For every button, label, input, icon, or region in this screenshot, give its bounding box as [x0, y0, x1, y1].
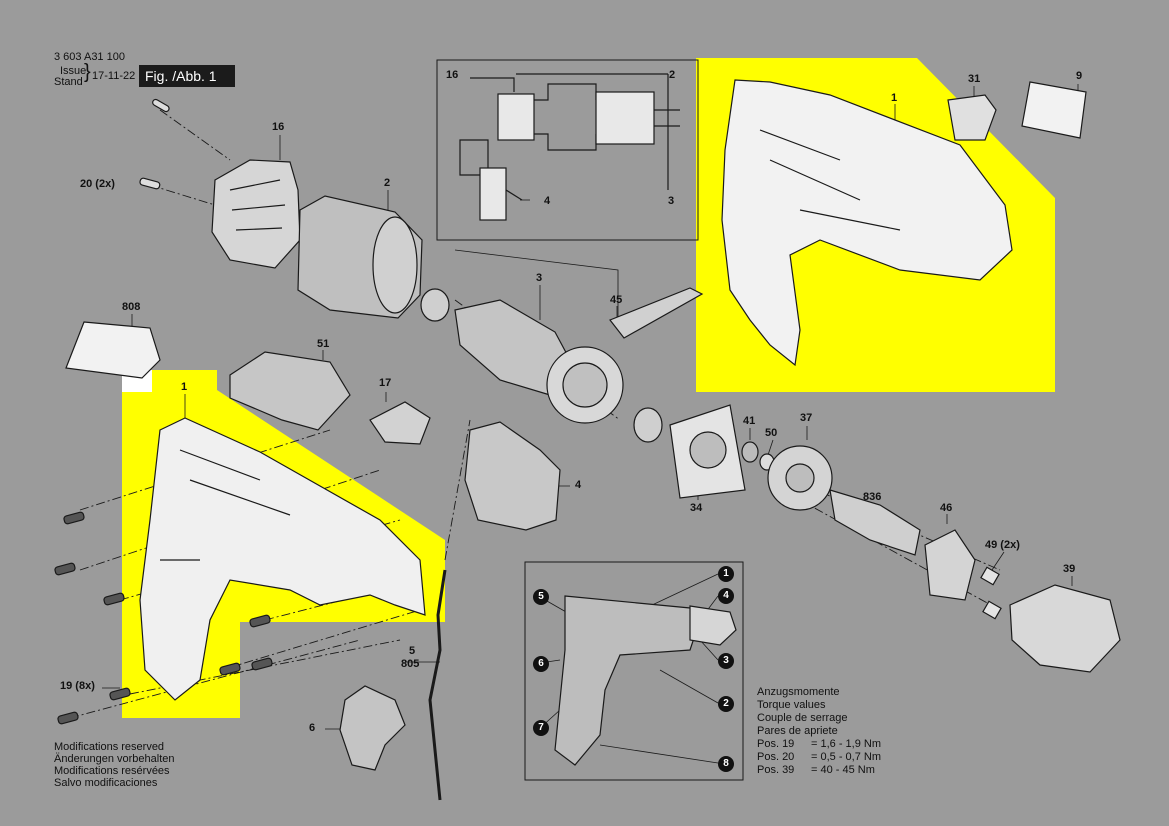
drill-chuck-view	[689, 605, 737, 646]
part-label-19: 19 (8x)	[60, 680, 95, 692]
part-label-49: 49 (2x)	[985, 539, 1020, 551]
pin-49b	[982, 600, 1002, 620]
torque-value: = 0,5 - 0,7 Nm	[811, 751, 882, 763]
ring-46	[924, 529, 976, 601]
housing-half-left	[139, 417, 426, 701]
torque-row: Pos. 20 = 0,5 - 0,7 Nm	[757, 751, 881, 764]
part-number: 3 603 A31 100	[54, 51, 125, 63]
cable-5	[428, 569, 447, 801]
torque-es: Pares de apriete	[757, 725, 838, 737]
inset-label-4: 4	[544, 195, 551, 207]
clip-45	[609, 287, 704, 339]
torque-row: Pos. 39 = 40 - 45 Nm	[757, 764, 881, 777]
part-label-46: 46	[940, 502, 953, 514]
torque-value: = 1,6 - 1,9 Nm	[811, 738, 882, 750]
part-label-808: 808	[122, 301, 141, 313]
modifications-notes: Modifications reserved Änderungen vorbeh…	[54, 741, 174, 789]
part-label-4: 4	[575, 479, 582, 491]
inset-label-16: 16	[446, 69, 459, 81]
callout-2: 2	[718, 696, 734, 712]
spindle-836	[829, 489, 921, 556]
screw-20	[139, 177, 161, 190]
callout-1: 1	[718, 566, 734, 582]
torque-notes: Anzugsmomente Torque values Couple de se…	[757, 686, 881, 777]
part-label-39: 39	[1063, 563, 1076, 575]
part-label-805: 805	[401, 658, 420, 670]
callout-4: 4	[718, 588, 734, 604]
inset-label-2: 2	[669, 69, 676, 81]
torque-value: = 40 - 45 Nm	[811, 764, 875, 776]
part-17	[369, 401, 431, 445]
screws-19	[54, 511, 273, 725]
callout-8: 8	[718, 756, 734, 772]
note-de: Änderungen vorbehalten	[54, 753, 175, 765]
brush-holder-16	[211, 159, 301, 269]
part-label-31: 31	[968, 73, 981, 85]
torque-pos: Pos. 19	[757, 738, 795, 750]
bearing-41	[741, 441, 759, 463]
issue-label: Issue	[60, 65, 87, 77]
callout-7: 7	[533, 720, 549, 736]
part-label-37: 37	[800, 412, 813, 424]
part-label-1-right: 1	[891, 92, 898, 104]
label-plate-9	[1021, 81, 1087, 139]
stand-label: Stand	[54, 76, 83, 88]
part-label-1-left: 1	[181, 381, 188, 393]
switch-4	[464, 421, 561, 531]
handle-6	[339, 685, 406, 771]
part-31	[947, 94, 997, 141]
housing-half-right	[721, 79, 1013, 367]
part-label-17: 17	[379, 377, 392, 389]
torque-fr: Couple de serrage	[757, 712, 848, 724]
torque-pos: Pos. 20	[757, 751, 795, 763]
chuck-39	[1009, 584, 1121, 673]
part-label-50: 50	[765, 427, 778, 439]
part-label-9: 9	[1076, 70, 1083, 82]
bearing-rear	[633, 407, 663, 443]
note-es: Salvo modificaciones	[54, 777, 158, 789]
part-label-5: 5	[409, 645, 416, 657]
callout-3: 3	[718, 653, 734, 669]
bearing-front	[420, 288, 450, 322]
part-label-51: 51	[317, 338, 330, 350]
part-label-20: 20 (2x)	[80, 178, 115, 190]
part-label-41: 41	[743, 415, 756, 427]
wiring-inset-frame	[436, 59, 699, 241]
pin-49a	[980, 566, 1000, 586]
torque-de: Anzugsmomente	[757, 686, 840, 698]
fig-label: Fig. /Abb. 1	[139, 65, 235, 87]
part-label-34: 34	[690, 502, 703, 514]
label-plate-808	[65, 321, 161, 379]
part-label-45: 45	[610, 294, 623, 306]
parts-illustrations	[54, 79, 1121, 801]
inset-label-3: 3	[668, 195, 675, 207]
part-label-836: 836	[863, 491, 882, 503]
callout-5: 5	[533, 589, 549, 605]
issue-date: 17-11-22	[92, 70, 136, 82]
callout-6: 6	[533, 656, 549, 672]
torque-pos: Pos. 39	[757, 764, 795, 776]
part-label-6: 6	[309, 722, 316, 734]
screw-top	[152, 98, 170, 113]
wiring-schematic	[459, 73, 680, 221]
torque-en: Torque values	[757, 699, 826, 711]
brace-glyph: }	[84, 61, 91, 83]
part-label-16: 16	[272, 121, 285, 133]
part-label-3: 3	[536, 272, 543, 284]
note-fr: Modifications resérvées	[54, 765, 170, 777]
tool-view-inset-frame	[524, 561, 744, 781]
note-en: Modifications reserved	[54, 741, 165, 753]
part-label-2: 2	[384, 177, 391, 189]
cover-51	[229, 351, 351, 431]
torque-row: Pos. 19 = 1,6 - 1,9 Nm	[757, 738, 881, 751]
